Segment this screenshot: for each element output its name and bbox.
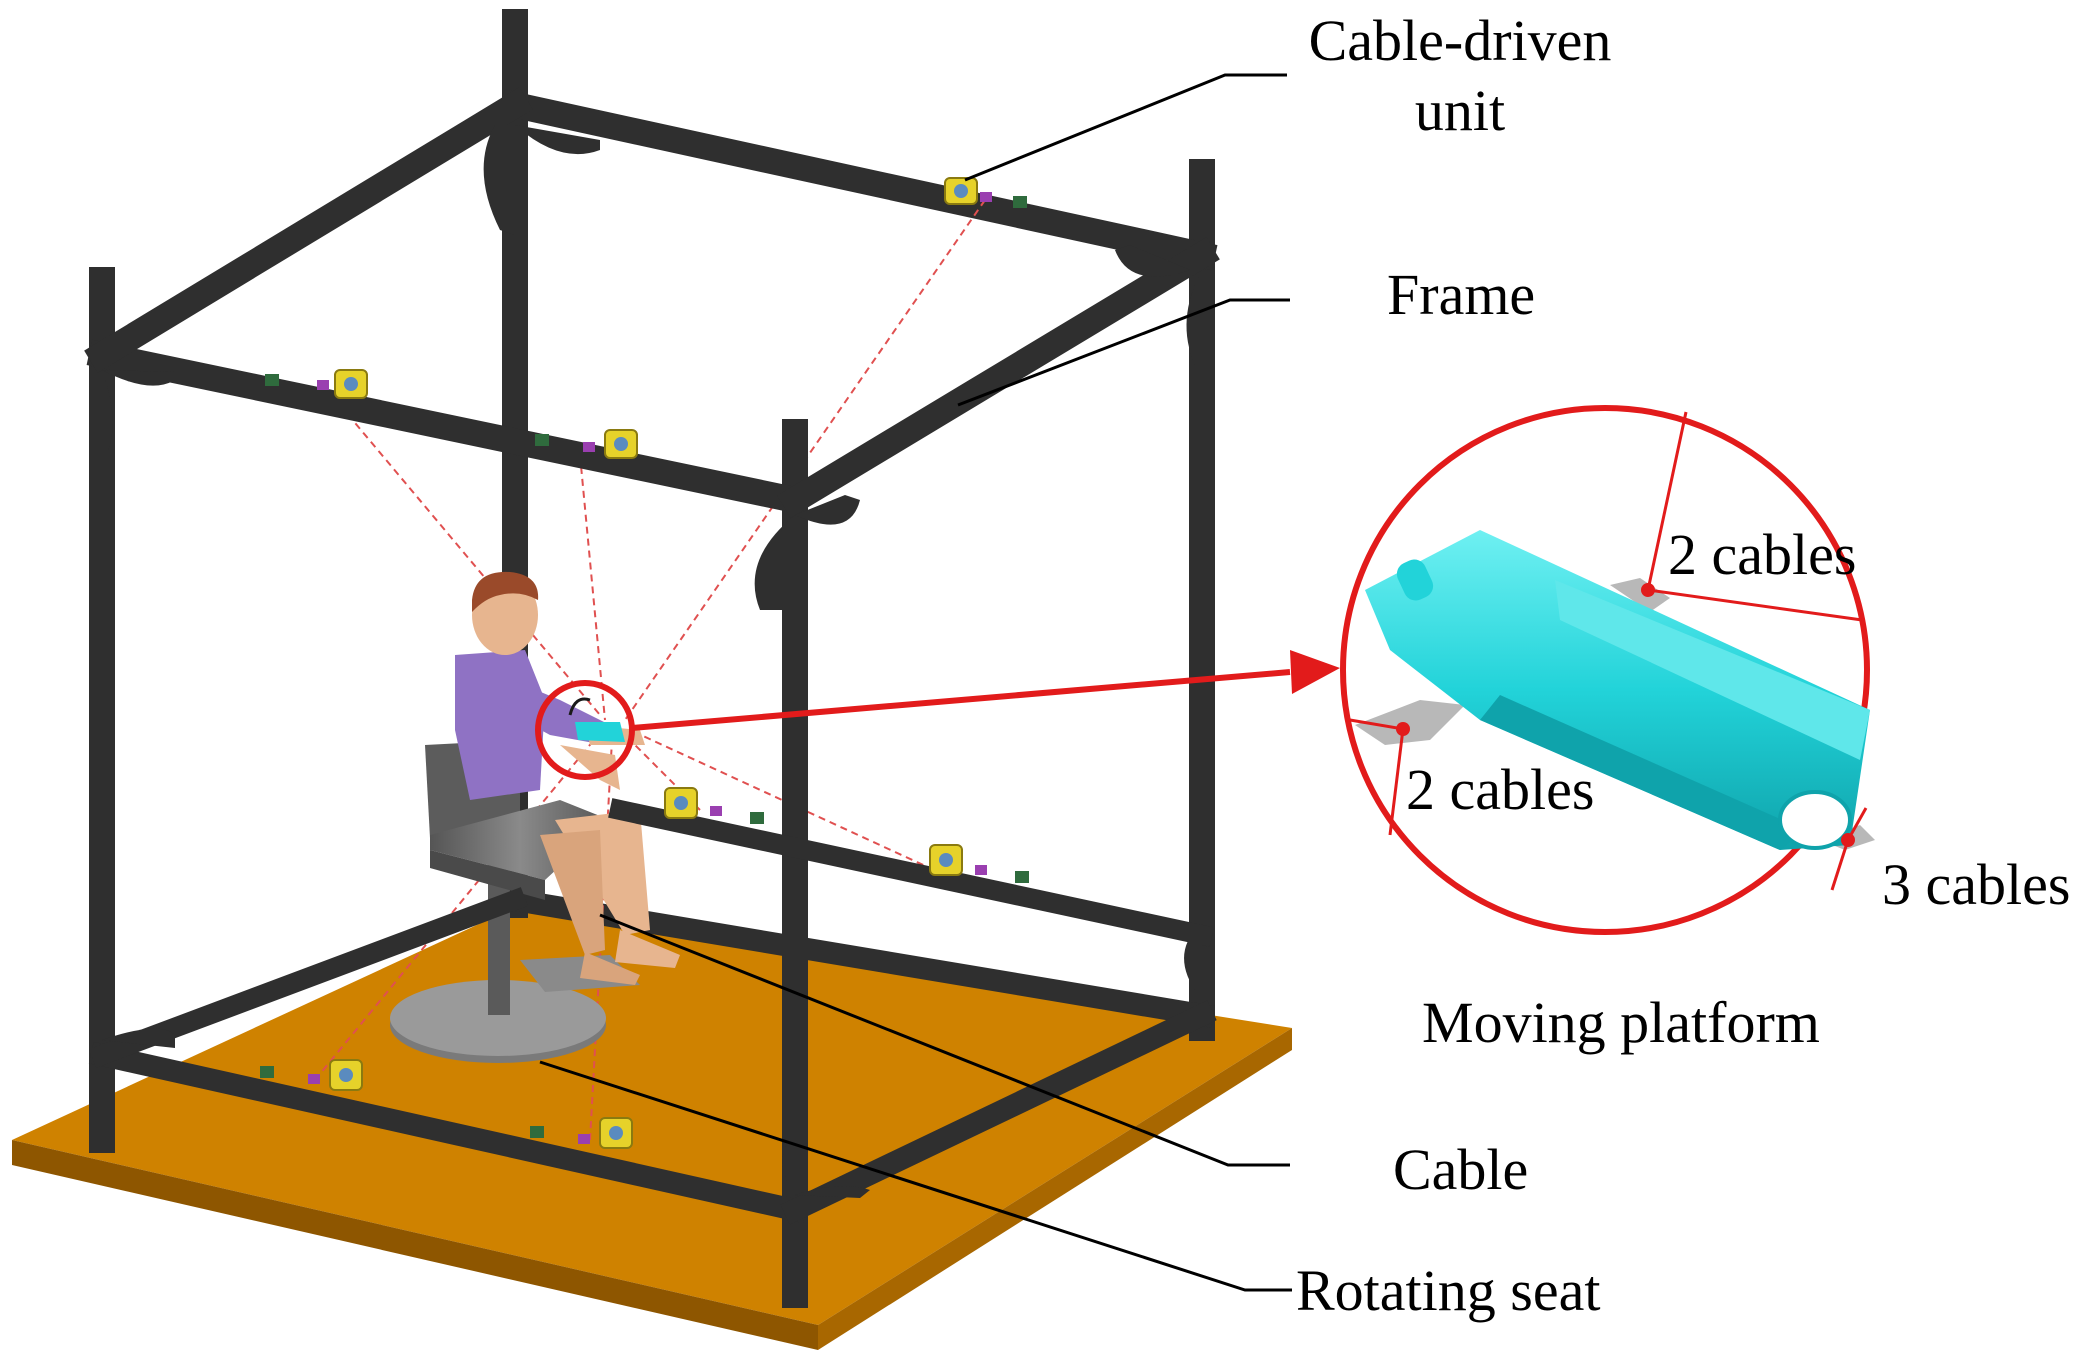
unit-bottom-left — [260, 1059, 363, 1091]
plate-top — [1610, 578, 1670, 612]
plate-left — [1355, 700, 1465, 745]
floor-top — [12, 905, 1292, 1325]
label-two-cables-top: 2 cables — [1668, 522, 1857, 587]
leader-frame — [957, 298, 1290, 407]
arm-moving-platform — [568, 697, 625, 742]
arrow-head — [1290, 650, 1340, 694]
seat-column — [488, 850, 510, 1015]
label-cable-driven-unit-line1: Cable-driven — [1308, 8, 1612, 73]
floor-right-edge — [818, 1028, 1292, 1350]
unit-bottom-middle — [530, 1117, 633, 1149]
label-two-cables-left: 2 cables — [1406, 757, 1595, 822]
platform-body — [1365, 530, 1870, 850]
unit-mid-right — [929, 844, 1029, 883]
unit-mid-left — [664, 787, 764, 824]
frame-gussets — [102, 125, 1202, 1198]
label-three-cables: 3 cables — [1882, 852, 2071, 917]
leader-cable — [599, 913, 1290, 1167]
unit-top-middle — [535, 429, 638, 459]
label-cable: Cable — [1393, 1137, 1529, 1202]
label-moving-platform: Moving platform — [1422, 990, 1820, 1055]
unit-top-left — [265, 369, 368, 399]
rotating-seat — [390, 740, 640, 1063]
zoom-callout — [1340, 405, 1875, 935]
leader-cable-driven-unit — [964, 73, 1287, 182]
attach-point-left — [1396, 722, 1410, 736]
unit-top-right — [944, 177, 1027, 208]
attach-point-top — [1641, 583, 1655, 597]
person-shirt — [455, 650, 545, 800]
label-rotating-seat: Rotating seat — [1296, 1258, 1601, 1323]
leader-rotating-seat — [539, 1060, 1292, 1292]
label-cable-driven-unit-line2: unit — [1414, 78, 1506, 143]
leader-lines — [539, 73, 1292, 1292]
attach-point-right — [1841, 833, 1855, 847]
cable-driven-units — [260, 177, 1029, 1149]
floor-base — [12, 905, 1292, 1350]
callout-arrow — [535, 650, 1340, 780]
floor-front-edge — [12, 1140, 818, 1350]
callout-small-circle — [535, 680, 635, 780]
label-frame: Frame — [1387, 262, 1536, 327]
